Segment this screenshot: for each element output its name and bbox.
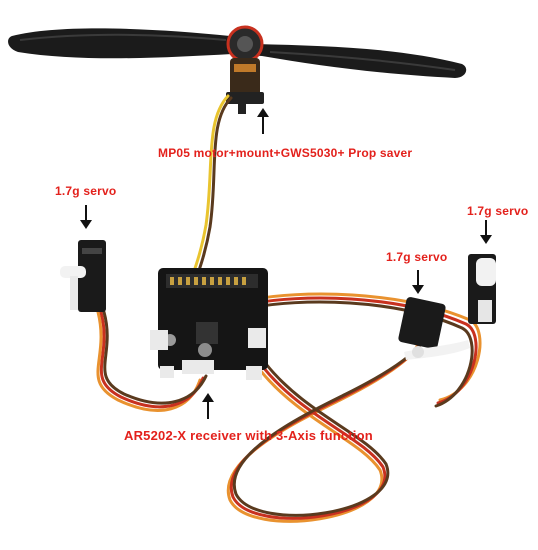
motor-arrow bbox=[257, 108, 269, 134]
receiver-label: AR5202-X receiver with 3-Axis function bbox=[124, 428, 373, 443]
servo-left-arrow bbox=[80, 205, 92, 229]
servo-left bbox=[60, 240, 106, 312]
servo-mid-arrow bbox=[412, 270, 424, 294]
servo-mid-label: 1.7g servo bbox=[386, 250, 448, 264]
servo-mid bbox=[398, 297, 470, 360]
receiver-arrow bbox=[202, 393, 214, 419]
servo-wires bbox=[96, 94, 482, 523]
servo-left-label: 1.7g servo bbox=[55, 184, 117, 198]
servo-right bbox=[468, 254, 496, 324]
servo-right-label: 1.7g servo bbox=[467, 204, 529, 218]
servo-right-arrow bbox=[480, 220, 492, 244]
motor-label: MP05 motor+mount+GWS5030+ Prop saver bbox=[158, 146, 413, 160]
receiver-board bbox=[150, 268, 268, 380]
motor-assembly bbox=[226, 25, 264, 114]
